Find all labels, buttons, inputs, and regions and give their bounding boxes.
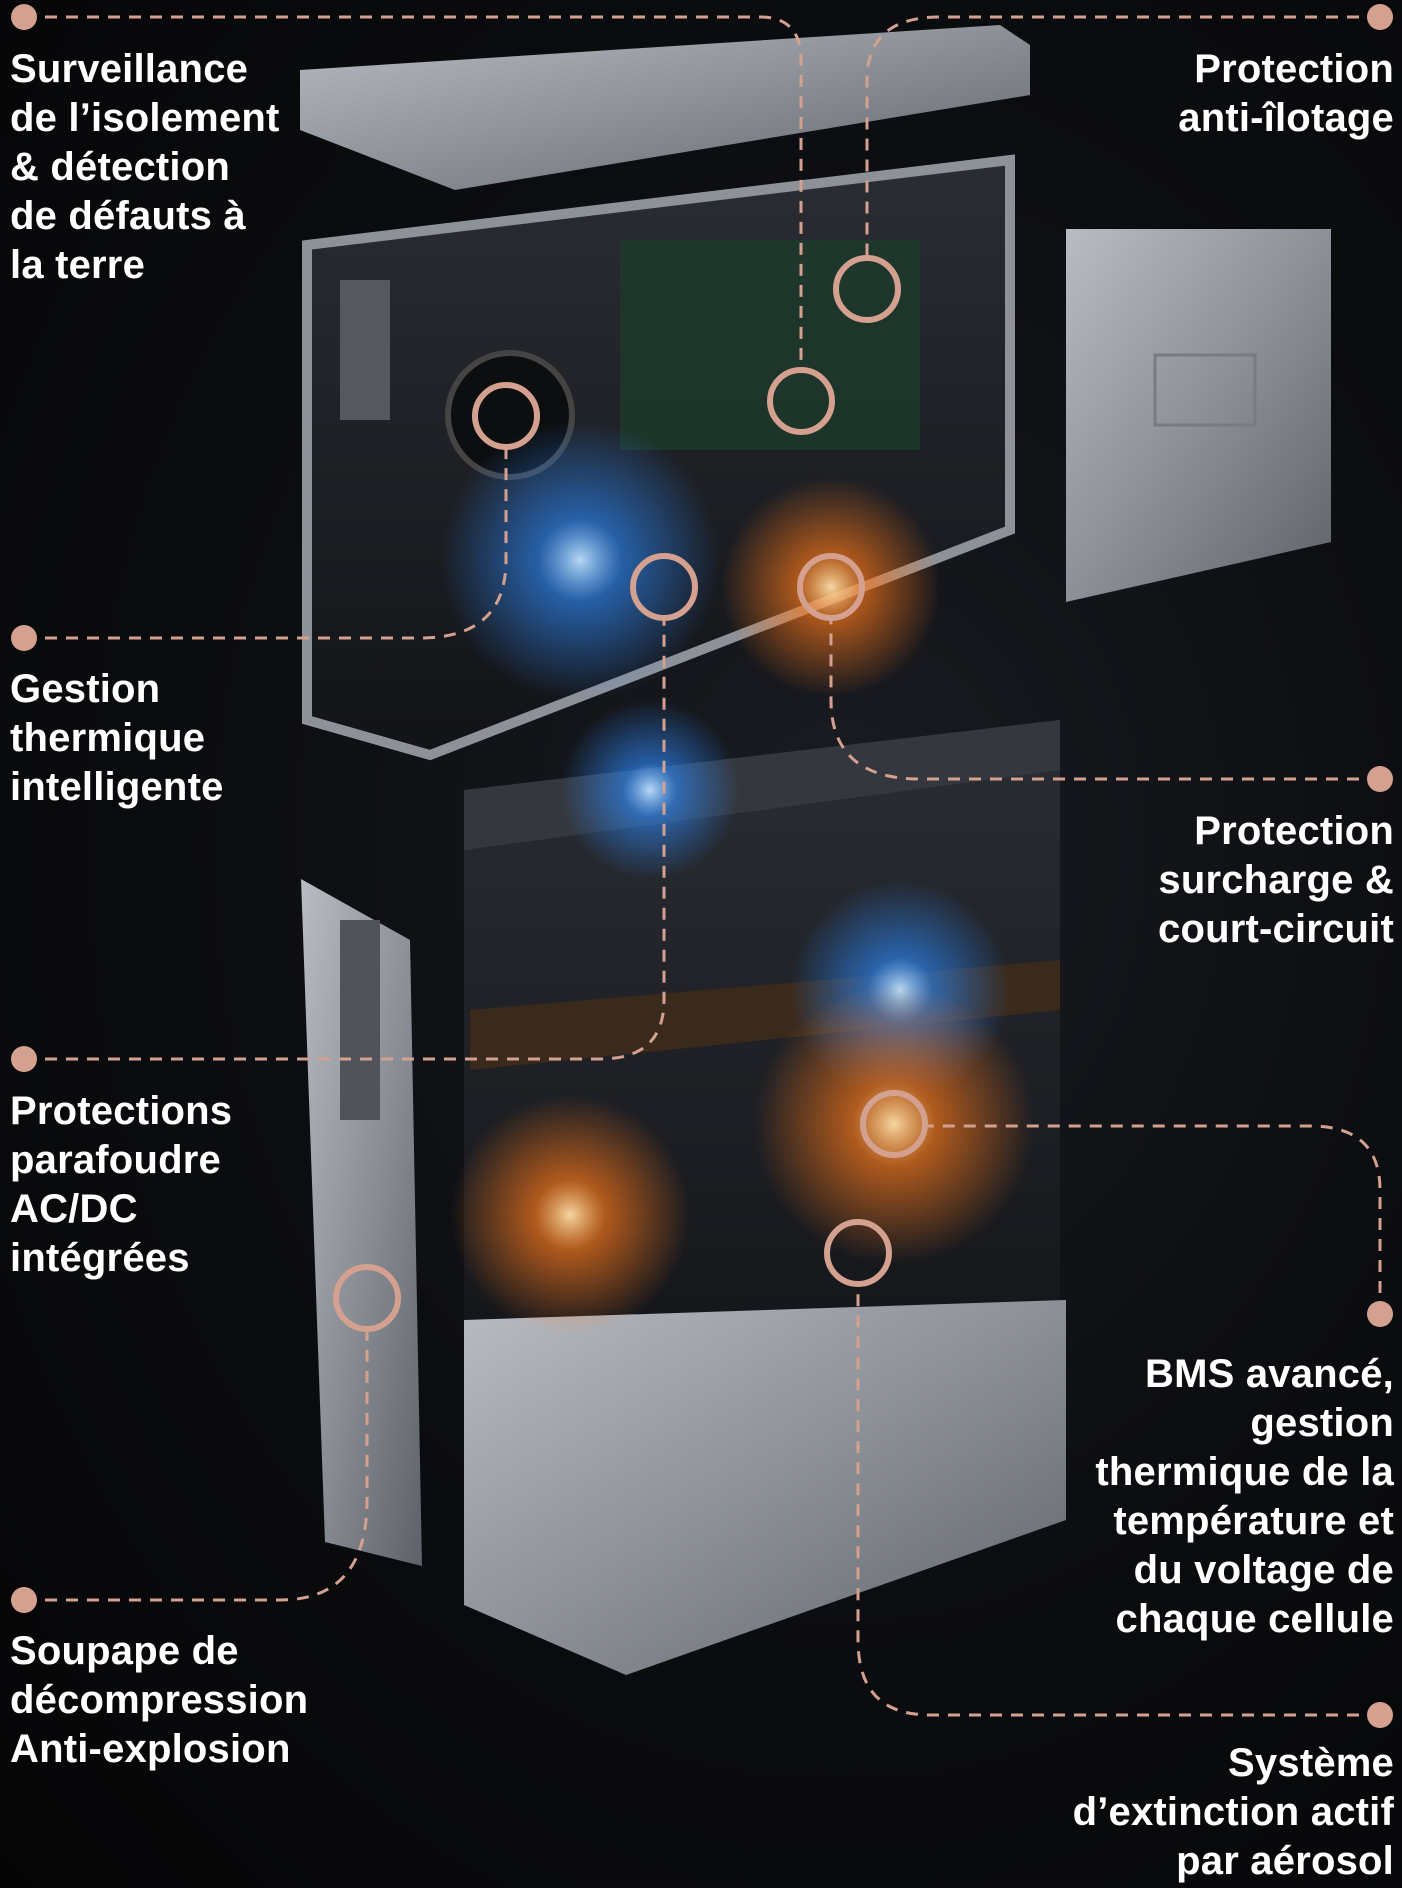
label-line: Soupape de [10, 1629, 239, 1673]
glow-effects [440, 420, 1034, 1335]
label-line: chaque cellule [1115, 1597, 1394, 1641]
label-line: AC/DC [10, 1187, 138, 1231]
callout-overload-protection: Protection surcharge & court-circuit [1158, 807, 1394, 954]
label-line: du voltage de [1133, 1548, 1394, 1592]
label-line: anti-îlotage [1178, 96, 1394, 140]
label-line: intégrées [10, 1236, 190, 1280]
label-line: intelligente [10, 765, 224, 809]
callout-insulation-monitoring: Surveillance de l’isolement & détection de … [10, 45, 280, 290]
callout-thermal-management: Gestion thermique intelligente [10, 665, 224, 812]
label-line: d’extinction actif [1072, 1790, 1394, 1834]
label-line: Gestion [10, 667, 161, 711]
label-line: Protection [1194, 809, 1394, 853]
label-line: surcharge & [1158, 858, 1394, 902]
callout-aerosol-extinguisher: Système d’extinction actif par aérosol [1073, 1739, 1394, 1886]
callout-anti-islanding: Protection anti-îlotage [1178, 45, 1394, 143]
callout-dots [11, 4, 1393, 1728]
label-line: parafoudre [10, 1138, 221, 1182]
label-line: température et [1113, 1499, 1394, 1543]
label-line: décompression [10, 1678, 309, 1722]
label-line: & détection [10, 145, 230, 189]
left-side-panel [301, 879, 422, 1566]
label-line: la terre [10, 243, 146, 287]
label-line: par aérosol [1176, 1839, 1394, 1883]
label-line: Anti-explosion [10, 1727, 291, 1771]
label-line: BMS avancé, [1145, 1352, 1394, 1396]
label-line: thermique [10, 716, 206, 760]
callout-bms: BMS avancé, gestion thermique de la tempéra… [1095, 1350, 1394, 1644]
label-line: Surveillance [10, 47, 249, 91]
label-line: thermique de la [1095, 1450, 1394, 1494]
label-line: Système [1228, 1741, 1394, 1785]
callout-leader-lines [24, 15, 1382, 1717]
label-line: de l’isolement [10, 96, 280, 140]
label-line: Protection [1194, 47, 1394, 91]
label-line: de défauts à [10, 194, 246, 238]
base-enclosure [464, 1300, 1066, 1675]
side-cover-panel [1066, 229, 1331, 602]
top-lid [300, 25, 1030, 190]
label-line: gestion [1250, 1401, 1394, 1445]
label-line: Protections [10, 1089, 233, 1133]
hotspot-rings [333, 255, 928, 1332]
label-line: court-circuit [1158, 907, 1394, 951]
